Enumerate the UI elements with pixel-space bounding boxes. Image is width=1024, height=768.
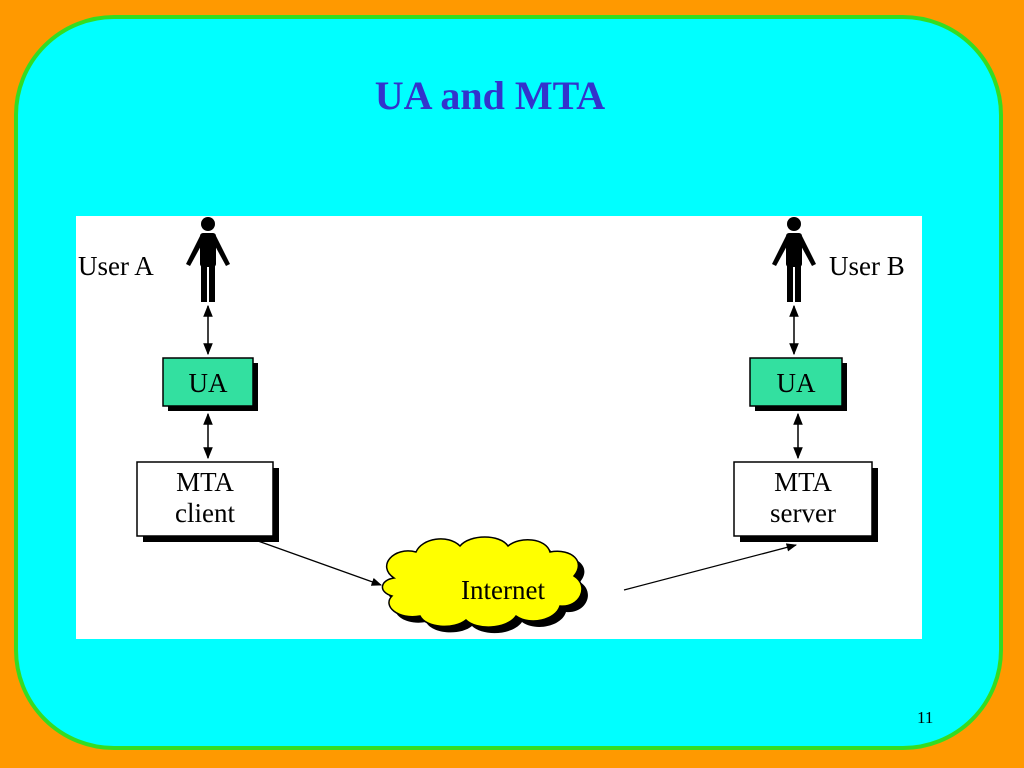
page-number: 11 bbox=[917, 708, 934, 727]
mta-client-line2: client bbox=[175, 498, 235, 528]
user-a-label: User A bbox=[78, 251, 154, 281]
user-b-icon bbox=[772, 217, 816, 302]
right-ua-box: UA bbox=[749, 357, 847, 411]
client-internet-arrow bbox=[257, 540, 382, 586]
mta-server-box: MTA server bbox=[733, 461, 878, 542]
left-ua-label: UA bbox=[189, 368, 228, 398]
user-a-icon bbox=[186, 217, 230, 302]
mta-client-line1: MTA bbox=[176, 467, 234, 497]
slide-title: UA and MTA bbox=[374, 73, 606, 118]
mta-client-box: MTA client bbox=[136, 461, 279, 542]
internet-label: Internet bbox=[461, 575, 545, 605]
internet-server-arrow bbox=[623, 543, 798, 591]
ua-mta-diagram: User A User B UA UA bbox=[76, 216, 922, 639]
user-b-label: User B bbox=[829, 251, 905, 281]
internet-cloud-icon: Internet bbox=[381, 536, 588, 634]
mta-server-line1: MTA bbox=[774, 467, 832, 497]
mta-server-line2: server bbox=[770, 498, 836, 528]
right-ua-label: UA bbox=[777, 368, 816, 398]
left-ua-box: UA bbox=[162, 357, 258, 411]
